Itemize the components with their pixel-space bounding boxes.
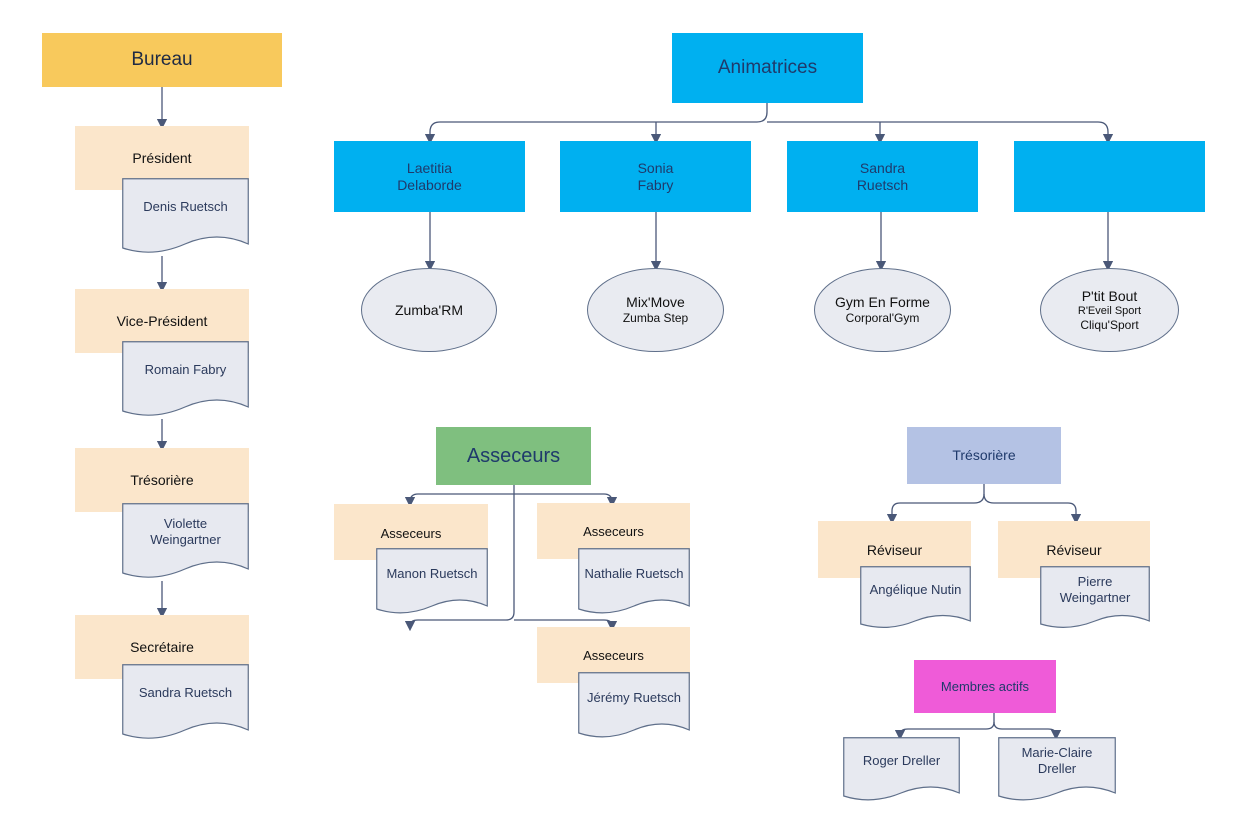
animatrice-name: Laetitia Delaborde — [397, 159, 462, 193]
membre-card-1: Roger Dreller — [843, 737, 960, 803]
bureau-title: Bureau — [131, 48, 193, 70]
connector-arrow-15 — [404, 494, 515, 632]
asseceurs-title: Asseceurs — [466, 445, 561, 467]
connector-arrow-13 — [404, 485, 515, 508]
person-name: Roger Dreller — [862, 752, 941, 768]
animatrice-4 — [1014, 141, 1205, 212]
role-label: Président — [132, 150, 192, 166]
person-name: Manon Ruetsch — [386, 565, 478, 581]
animatrice-3: Sandra Ruetsch — [787, 141, 978, 212]
person-name: Sandra Ruetsch — [138, 684, 233, 700]
asseceur-card-3: Jérémy Ruetsch — [578, 672, 690, 740]
animatrice-1: Laetitia Delaborde — [334, 141, 525, 212]
role-label: Asseceurs — [380, 526, 442, 541]
person-card-president: Denis Ruetsch — [122, 178, 249, 256]
connector-arrow-20 — [993, 721, 1062, 741]
membres-title: Membres actifs — [940, 678, 1030, 694]
person-name: Jérémy Ruetsch — [587, 689, 681, 705]
animatrices-title: Animatrices — [717, 56, 818, 78]
class-name: Mix'Move — [626, 294, 685, 311]
person-name: Angélique Nutin — [869, 581, 962, 597]
person-card-tresoriere: Violette Weingartner — [122, 503, 249, 581]
tresoriere-header: Trésorière — [907, 427, 1061, 484]
class-name: Corporal'Gym — [845, 311, 920, 326]
connector-arrow-6 — [767, 121, 1114, 145]
person-card-secretaire: Sandra Ruetsch — [122, 664, 249, 742]
asseceur-card-1: Manon Ruetsch — [376, 548, 488, 616]
role-label: Asseceurs — [583, 524, 644, 539]
person-name: Nathalie Ruetsch — [584, 565, 684, 581]
role-label: Réviseur — [1046, 542, 1102, 558]
class-name: Gym En Forme — [835, 294, 930, 311]
class-name: Zumba Step — [622, 311, 689, 326]
reviseur-card-2: Pierre Weingartner — [1040, 566, 1150, 630]
class-ellipse-4: P'tit Bout R'Eveil Sport Cliqu'Sport — [1040, 268, 1179, 352]
membres-header: Membres actifs — [914, 660, 1056, 713]
connector-arrow-5 — [424, 103, 768, 145]
class-ellipse-2: Mix'Move Zumba Step — [587, 268, 724, 352]
person-name: Violette Weingartner — [150, 515, 221, 547]
person-name: Marie-Claire Dreller — [1021, 744, 1093, 776]
membre-card-2: Marie-Claire Dreller — [998, 737, 1116, 803]
class-name: P'tit Bout — [1081, 287, 1138, 304]
animatrices-header: Animatrices — [672, 33, 863, 103]
animatrice-name: Sonia Fabry — [637, 159, 674, 193]
person-name: Romain Fabry — [144, 361, 227, 377]
connector-arrow-14 — [514, 493, 618, 508]
role-label: Trésorière — [130, 472, 194, 488]
tresoriere-title: Trésorière — [952, 447, 1016, 464]
class-name: Cliqu'Sport — [1080, 317, 1139, 332]
role-label: Asseceurs — [583, 648, 644, 663]
person-name: Pierre Weingartner — [1059, 573, 1131, 605]
connector-arrow-18 — [983, 493, 1082, 525]
reviseur-card-1: Angélique Nutin — [860, 566, 971, 630]
class-name: R'Eveil Sport — [1077, 304, 1142, 317]
animatrice-2: Sonia Fabry — [560, 141, 751, 212]
person-card-vice-president: Romain Fabry — [122, 341, 249, 419]
asseceurs-header: Asseceurs — [436, 427, 591, 485]
class-ellipse-3: Gym En Forme Corporal'Gym — [814, 268, 951, 352]
connector-arrow-19 — [894, 713, 995, 741]
connector-arrow-17 — [886, 484, 985, 525]
animatrice-name: Sandra Ruetsch — [856, 159, 909, 193]
role-label: Secrétaire — [130, 639, 194, 655]
class-ellipse-1: Zumba'RM — [361, 268, 497, 352]
bureau-header: Bureau — [42, 33, 282, 87]
role-label: Réviseur — [866, 542, 923, 558]
connector-arrow-16 — [514, 619, 618, 632]
asseceur-card-2: Nathalie Ruetsch — [578, 548, 690, 616]
person-name: Denis Ruetsch — [143, 198, 228, 214]
role-label: Vice-Président — [116, 313, 208, 329]
class-name: Zumba'RM — [394, 301, 464, 318]
role-tresoriere: Trésorière — [75, 448, 249, 512]
